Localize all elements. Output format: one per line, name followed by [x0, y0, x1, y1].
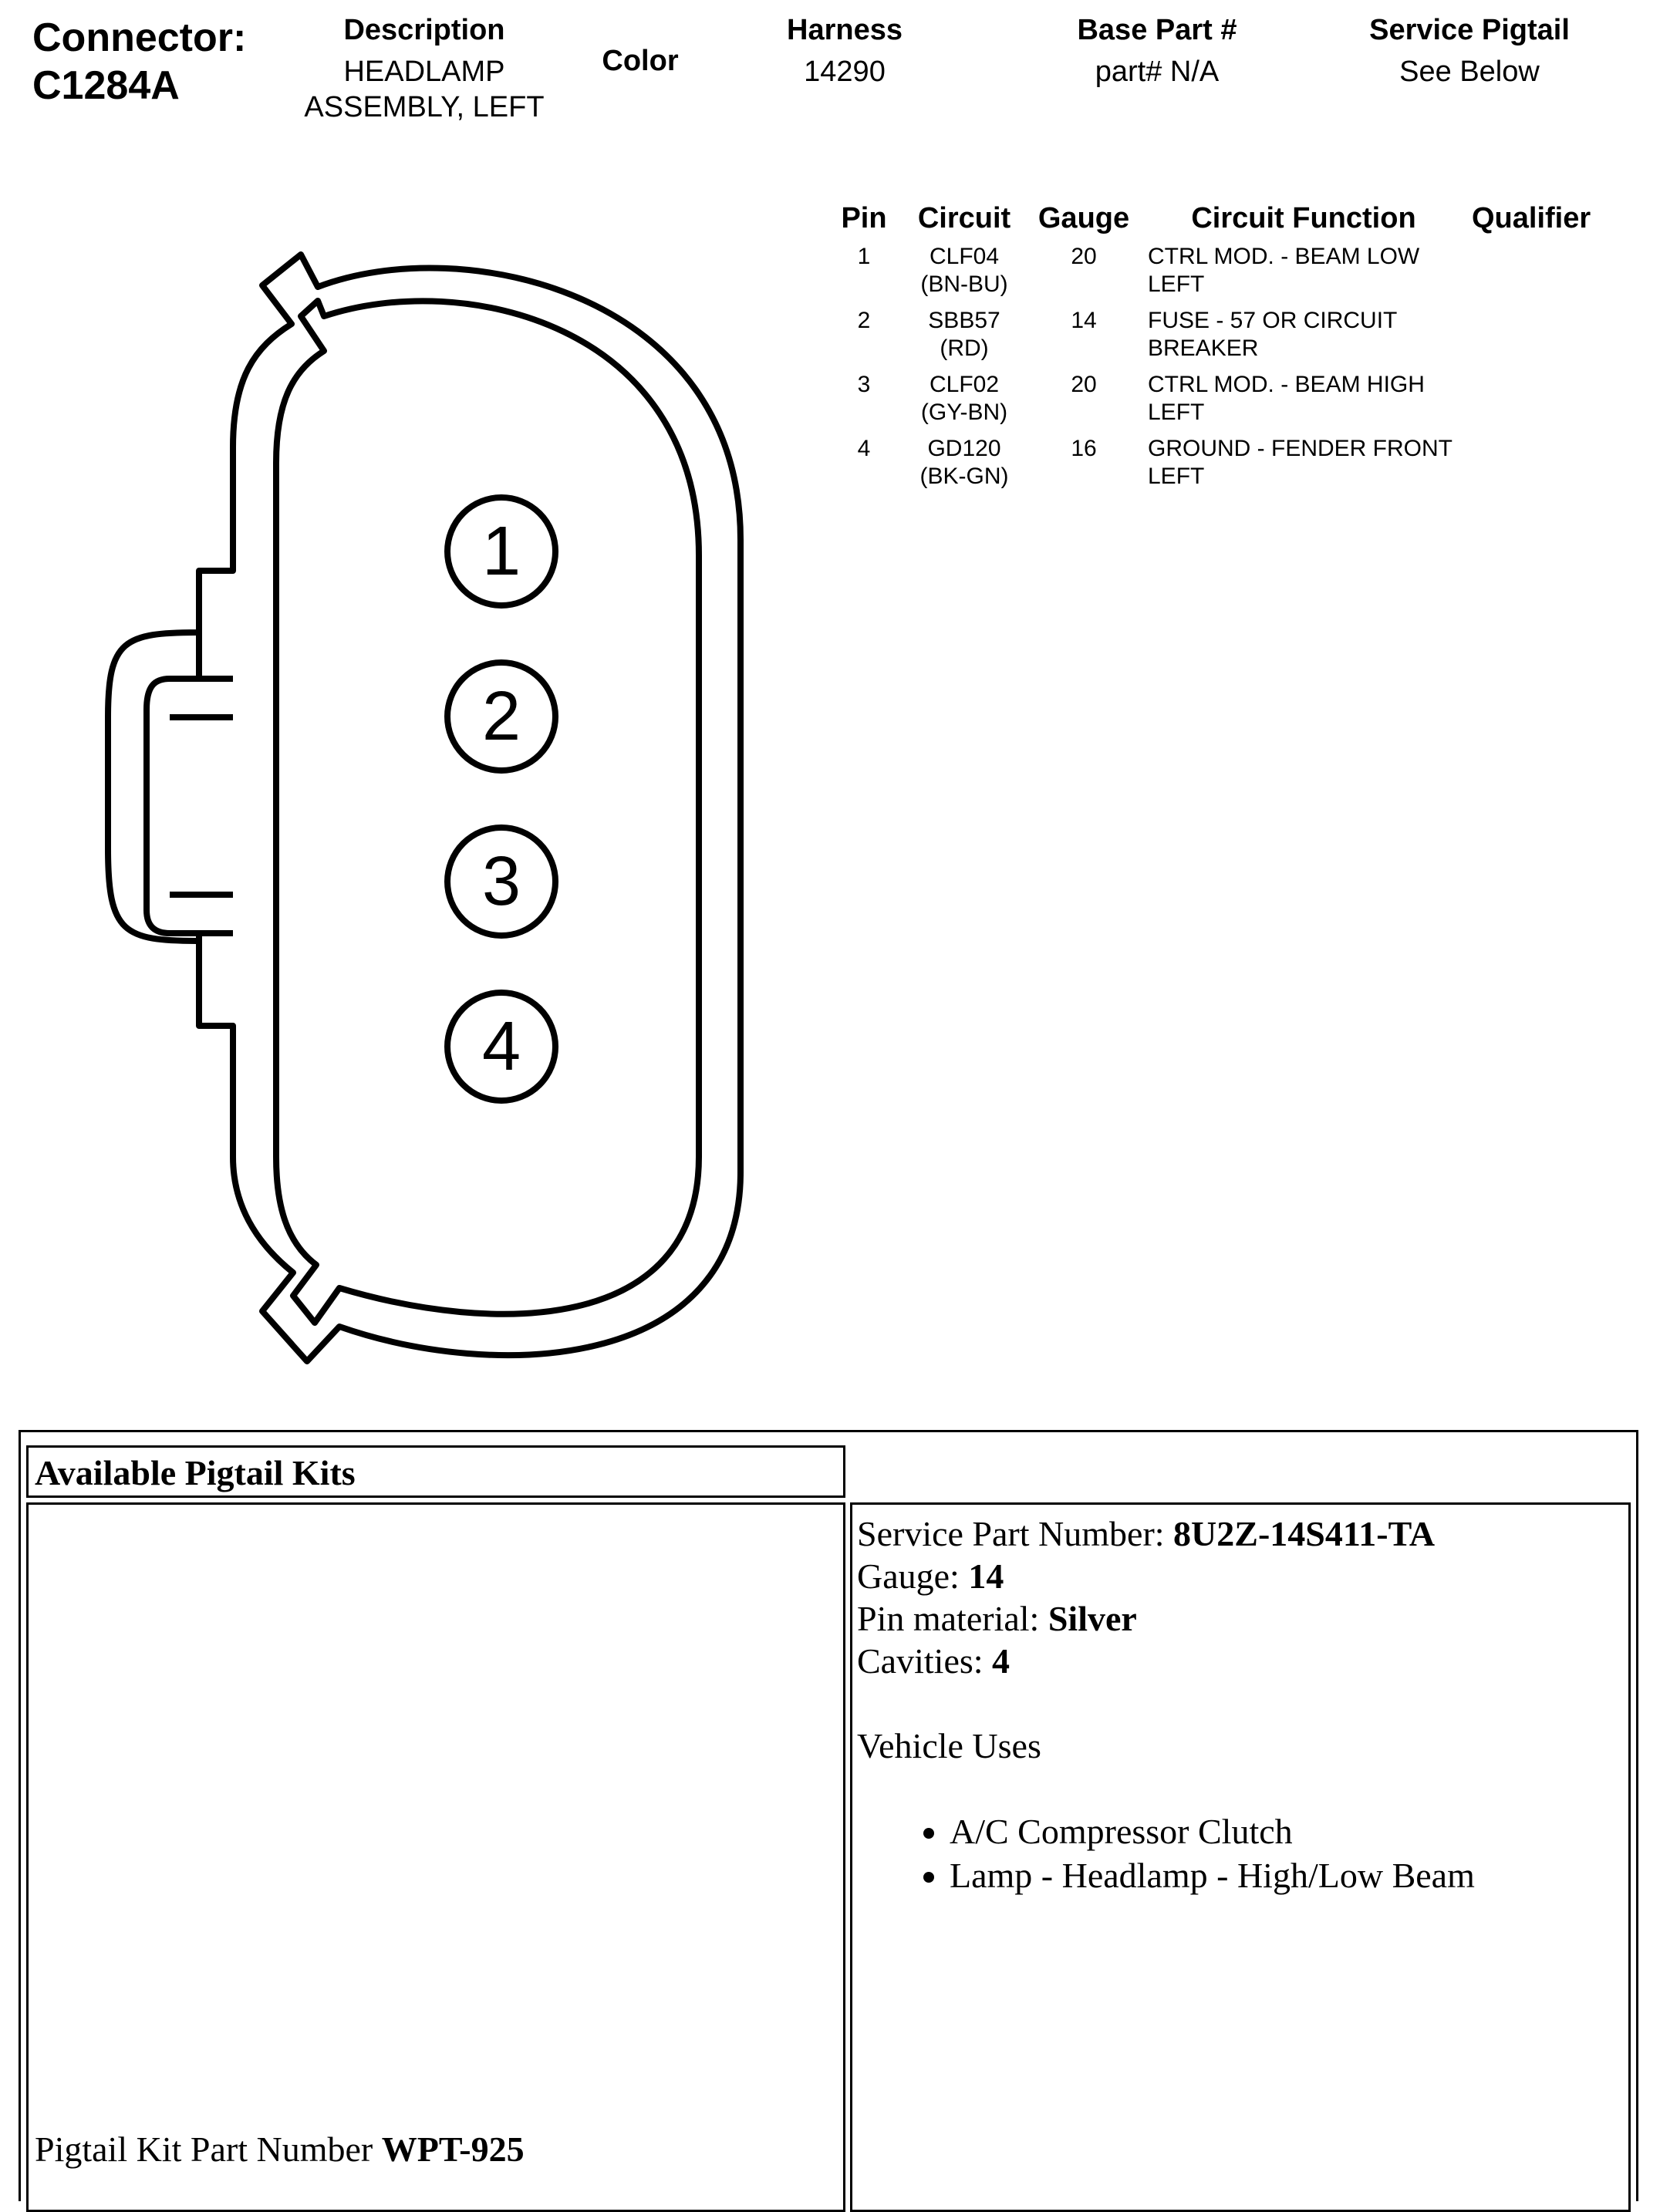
pin-cell: 4 [857, 436, 871, 461]
pin-table: Pin Circuit Gauge Circuit Function Quali… [825, 202, 1597, 499]
pin-number-label: 4 [482, 1008, 521, 1085]
connector-outer-shell [105, 251, 744, 1364]
table-row: 1 CLF04 (BN-BU) 20 CTRL MOD. - BEAM LOW … [825, 243, 1597, 307]
vehicle-uses-list: A/C Compressor Clutch Lamp - Headlamp - … [857, 1809, 1624, 1897]
gauge-header: Gauge [1038, 202, 1130, 234]
pigtail-kit-image-cell: Pigtail Kit Part Number WPT-925 [26, 1502, 845, 2212]
table-row: 2 SBB57 (RD) 14 FUSE - 57 OR CIRCUIT BRE… [825, 307, 1597, 371]
qualifier-cell [1466, 435, 1597, 499]
pin-material-value: Silver [1048, 1599, 1137, 1638]
pin-cavity-2 [444, 659, 558, 774]
service-part-value: 8U2Z-14S411-TA [1173, 1514, 1436, 1553]
pin-cell: 2 [857, 308, 871, 333]
function-cell: GROUND - FENDER FRONT LEFT [1148, 436, 1452, 489]
harness-label: Harness [787, 14, 903, 46]
gauge-cell: 20 [1071, 372, 1097, 397]
vehicle-uses-label: Vehicle Uses [857, 1726, 1041, 1765]
kit-gauge-value: 14 [968, 1556, 1004, 1596]
kit-gauge-label: Gauge: [857, 1556, 969, 1596]
pigtail-kit-part-number: Pigtail Kit Part Number WPT-925 [35, 2129, 525, 2170]
gauge-cell: 20 [1071, 244, 1097, 269]
gauge-cell: 16 [1071, 436, 1097, 461]
kit-part-value: WPT-925 [381, 2129, 525, 2169]
service-pigtail-label: Service Pigtail [1369, 14, 1570, 46]
pin-number-label: 1 [482, 513, 521, 590]
circuit-function-header: Circuit Function [1191, 202, 1416, 234]
gauge-line: Gauge: 14 [857, 1555, 1624, 1597]
base-part-column: Base Part # part# N/A [1049, 14, 1265, 89]
circuit-header: Circuit [917, 202, 1011, 234]
connector-inner-face [273, 298, 702, 1326]
description-column: Description HEADLAMP ASSEMBLY, LEFT [285, 14, 563, 125]
pigtail-kits-title: Available Pigtail Kits [35, 1453, 356, 1492]
harness-column: Harness 14290 [748, 14, 941, 89]
pin-number-label: 3 [482, 843, 521, 920]
pin-cell: 1 [857, 244, 871, 269]
qualifier-cell [1466, 243, 1597, 307]
service-part-label: Service Part Number: [857, 1514, 1174, 1553]
cavities-value: 4 [992, 1641, 1011, 1681]
kit-part-label: Pigtail Kit Part Number [35, 2129, 382, 2169]
pin-cell: 3 [857, 372, 871, 397]
pin-cavity-3 [444, 824, 558, 939]
connector-id: C1284A [32, 63, 180, 108]
table-row: 3 CLF02 (GY-BN) 20 CTRL MOD. - BEAM HIGH… [825, 371, 1597, 435]
service-pigtail-value: See Below [1399, 56, 1540, 88]
cavities-line: Cavities: 4 [857, 1640, 1624, 1682]
circuit-cell: SBB57 (RD) [928, 308, 1000, 361]
description-value: HEADLAMP ASSEMBLY, LEFT [304, 56, 545, 123]
list-item: Lamp - Headlamp - High/Low Beam [950, 1853, 1624, 1897]
qualifier-cell [1466, 307, 1597, 371]
pin-cavity-4 [444, 990, 558, 1104]
qualifier-header: Qualifier [1472, 202, 1591, 234]
qualifier-cell [1466, 371, 1597, 435]
circuit-cell: CLF02 (GY-BN) [920, 372, 1008, 425]
service-part-line: Service Part Number: 8U2Z-14S411-TA [857, 1512, 1624, 1555]
pigtail-kits-panel [19, 1430, 1638, 2201]
color-label: Color [602, 45, 679, 77]
pigtail-kits-title-box: Available Pigtail Kits [26, 1445, 845, 1498]
table-row: 4 GD120 (BK-GN) 16 GROUND - FENDER FRONT… [825, 435, 1597, 499]
pin-table-header: Pin Circuit Gauge Circuit Function Quali… [825, 202, 1597, 243]
base-part-label: Base Part # [1077, 14, 1237, 46]
list-item: A/C Compressor Clutch [950, 1809, 1624, 1853]
base-part-value: part# N/A [1095, 56, 1220, 88]
pin-cavity-1 [444, 494, 558, 609]
pigtail-kit-details-cell: Service Part Number: 8U2Z-14S411-TA Gaug… [850, 1502, 1631, 2212]
harness-value: 14290 [804, 56, 886, 88]
pin-material-label: Pin material: [857, 1599, 1048, 1638]
gauge-cell: 14 [1071, 308, 1097, 333]
function-cell: CTRL MOD. - BEAM HIGH LEFT [1148, 372, 1425, 425]
connector-label: Connector: [32, 15, 247, 60]
circuit-cell: GD120 (BK-GN) [919, 436, 1009, 489]
service-pigtail-column: Service Pigtail See Below [1342, 14, 1597, 89]
pin-number-label: 2 [482, 678, 521, 755]
description-label: Description [343, 14, 505, 46]
pin-header: Pin [841, 202, 887, 234]
circuit-cell: CLF04 (BN-BU) [920, 244, 1008, 297]
cavities-label: Cavities: [857, 1641, 993, 1681]
pin-material-line: Pin material: Silver [857, 1597, 1624, 1640]
function-cell: CTRL MOD. - BEAM LOW LEFT [1148, 244, 1420, 297]
connector-latch [143, 676, 233, 936]
function-cell: FUSE - 57 OR CIRCUIT BREAKER [1148, 308, 1397, 361]
connector-face-diagram: 1 2 3 4 [105, 251, 744, 1364]
connector-title: Connector: C1284A [32, 14, 246, 110]
